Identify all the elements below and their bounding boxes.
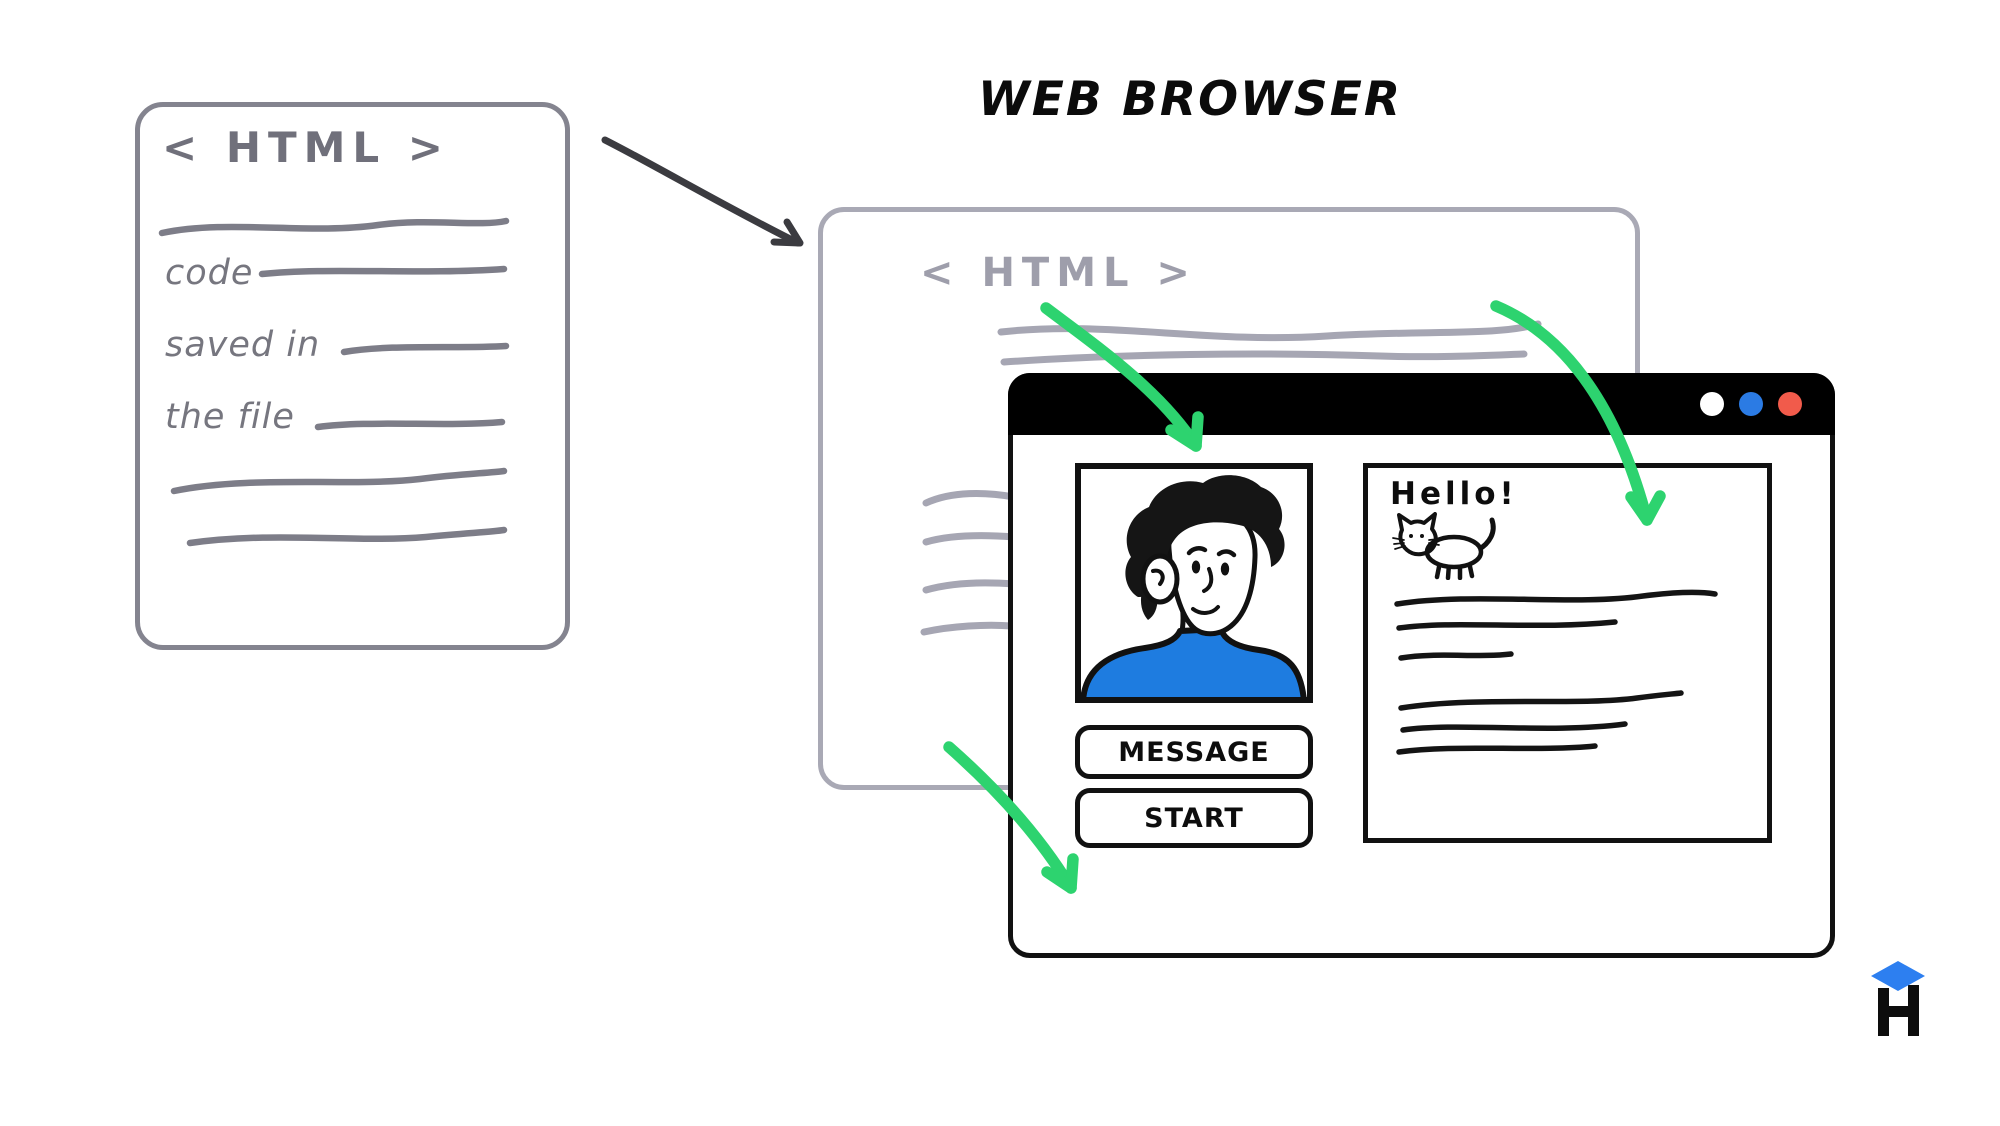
code-line-squiggle	[170, 467, 508, 495]
html-code-file-card: < HTML > code saved in the file	[135, 102, 570, 650]
doc-line-squiggle	[922, 579, 1018, 594]
text-squiggle	[1396, 619, 1618, 631]
text-squiggle	[1396, 743, 1598, 755]
traffic-light-blue-icon[interactable]	[1739, 392, 1763, 416]
text-squiggle	[1400, 721, 1628, 733]
browser-titlebar	[1008, 373, 1835, 435]
text-squiggle	[1398, 690, 1684, 711]
text-squiggle	[1398, 651, 1514, 661]
text-squiggle	[1394, 589, 1718, 607]
code-line-squiggle	[258, 265, 508, 278]
logo-diamond-icon	[1871, 961, 1925, 991]
web-browser-title: WEB BROWSER	[977, 72, 1403, 127]
code-line-squiggle	[158, 217, 510, 237]
content-panel: Hello!	[1363, 463, 1772, 843]
avatar-illustration	[1080, 475, 1307, 704]
traffic-light-white-icon[interactable]	[1700, 392, 1724, 416]
start-button[interactable]: START	[1075, 788, 1313, 848]
greeting-text: Hello!	[1390, 476, 1518, 512]
annotation-the-file: the file	[165, 397, 295, 437]
start-button-label: START	[1144, 802, 1244, 834]
traffic-light-red-icon[interactable]	[1778, 392, 1802, 416]
doc-line-squiggle	[1000, 350, 1528, 366]
message-button-label: MESSAGE	[1118, 736, 1270, 768]
profile-image	[1075, 463, 1313, 704]
doc-line-squiggle	[922, 532, 1018, 546]
html-tag-label: < HTML >	[920, 250, 1197, 296]
doc-line-squiggle	[920, 621, 1016, 636]
browser-window: Hello! MESSAGE START	[1008, 373, 1835, 958]
hyperskill-logo	[1871, 961, 1925, 1036]
annotation-code: code	[165, 253, 254, 293]
annotation-saved-in: saved in	[165, 325, 321, 365]
doc-line-squiggle	[922, 489, 1018, 507]
doc-line-squiggle	[997, 320, 1542, 342]
cat-drawing	[1392, 512, 1496, 580]
code-line-squiggle	[186, 526, 508, 547]
code-line-squiggle	[314, 418, 506, 431]
file-to-browser-arrow	[601, 136, 804, 247]
html-tag-label: < HTML >	[162, 123, 450, 172]
message-button[interactable]: MESSAGE	[1075, 725, 1313, 779]
code-line-squiggle	[340, 342, 510, 356]
